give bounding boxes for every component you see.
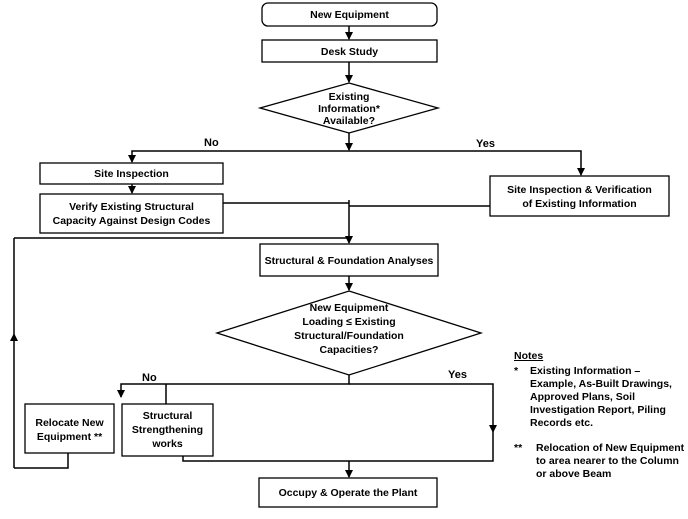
node-structural-strengthening-line-3: works	[151, 438, 183, 450]
decision-existing-information-line-1: Existing	[329, 91, 370, 103]
decision-equipment-loading-line-3: Structural/Foundation	[294, 330, 404, 342]
node-new-equipment: New Equipment	[261, 2, 438, 27]
connectors	[10, 26, 585, 478]
node-structural-strengthening-line-1: Structural	[143, 410, 193, 422]
node-site-inspection-verification: Site Inspection & Verification of Existi…	[489, 175, 670, 217]
node-desk-study: Desk Study	[261, 39, 438, 63]
notes-panel: Notes * Existing Information – Example, …	[514, 350, 686, 481]
node-desk-study-label: Desk Study	[321, 46, 378, 58]
decision-equipment-loading-line-1: New Equipment	[310, 302, 389, 314]
node-structural-strengthening-line-2: Strengthening	[132, 424, 203, 436]
node-structural-foundation-analyses-label: Structural & Foundation Analyses	[265, 255, 434, 267]
node-structural-foundation-analyses: Structural & Foundation Analyses	[259, 243, 439, 277]
note-marker: **	[514, 442, 523, 454]
node-verify-capacity-line-1: Verify Existing Structural	[69, 201, 194, 213]
node-relocate-equipment-line-1: Relocate New	[35, 417, 104, 429]
node-site-inspection-verification-line-2: of Existing Information	[522, 198, 636, 210]
edge-label-no-1: No	[204, 137, 219, 149]
note-marker: *	[514, 365, 519, 377]
connector-yes2-to-merge	[349, 432, 494, 462]
note-item-existing-information: * Existing Information – Example, As-Bui…	[514, 365, 686, 430]
connector-relocate-loop	[14, 453, 69, 469]
node-site-inspection: Site Inspection	[39, 162, 224, 185]
decision-existing-information-line-3: Available?	[323, 115, 375, 127]
node-site-inspection-verification-line-1: Site Inspection & Verification	[507, 184, 652, 196]
connector-no-branch	[128, 150, 349, 163]
notes-title: Notes	[514, 350, 544, 362]
node-new-equipment-label: New Equipment	[310, 9, 389, 21]
connector-strengthening-to-merge	[182, 456, 349, 462]
decision-existing-information-line-2: Information*	[318, 103, 381, 115]
connector-no2-branch	[117, 375, 350, 398]
note-text: Relocation of New Equipment to area near…	[536, 442, 685, 480]
node-site-inspection-label: Site Inspection	[94, 168, 169, 180]
node-occupy-operate: Occupy & Operate the Plant	[258, 477, 438, 508]
decision-existing-information: Existing Information* Available?	[257, 82, 441, 134]
decision-equipment-loading-line-2: Loading ≤ Existing	[302, 316, 395, 328]
note-text: Existing Information – Example, As-Built…	[530, 365, 672, 429]
node-occupy-operate-label: Occupy & Operate the Plant	[279, 487, 418, 499]
edge-label-yes-2: Yes	[448, 369, 467, 381]
node-structural-strengthening: Structural Strengthening works	[121, 403, 214, 457]
decision-equipment-loading-line-4: Capacities?	[320, 344, 379, 356]
connector-yes-branch	[349, 150, 585, 176]
node-verify-capacity: Verify Existing Structural Capacity Agai…	[39, 193, 224, 234]
node-relocate-equipment: Relocate New Equipment **	[24, 403, 115, 454]
connector-yes2-branch	[349, 383, 497, 433]
decision-equipment-loading: New Equipment Loading ≤ Existing Structu…	[214, 290, 484, 376]
edge-label-no-2: No	[142, 372, 157, 384]
note-item-relocation: ** Relocation of New Equipment to area n…	[514, 442, 686, 481]
edge-label-yes-1: Yes	[476, 138, 495, 150]
node-relocate-equipment-line-2: Equipment **	[37, 431, 103, 443]
node-verify-capacity-line-2: Capacity Against Design Codes	[53, 215, 211, 227]
